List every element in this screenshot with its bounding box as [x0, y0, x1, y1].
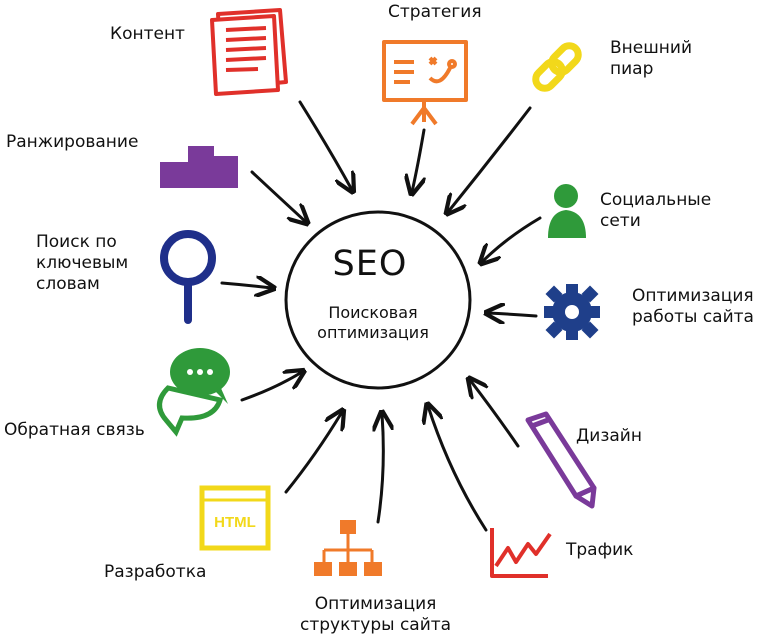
- label-social-line2: сети: [600, 211, 641, 231]
- label-site-optimization-line1: Оптимизация: [632, 286, 754, 306]
- arrow-social: [482, 216, 542, 262]
- label-external-pr-line1: Внешний: [610, 38, 693, 58]
- chat-bubbles-icon: [157, 348, 230, 437]
- label-structure: Оптимизация структуры сайта: [300, 594, 451, 636]
- document-icon: [210, 8, 288, 96]
- arrow-strategy: [412, 128, 424, 192]
- label-feedback-line: Обратная связь: [4, 420, 145, 440]
- label-design: Дизайн: [576, 426, 642, 447]
- center-subtitle: Поисковая оптимизация: [300, 303, 446, 343]
- label-development: Разработка: [104, 562, 206, 583]
- label-strategy: Стратегия: [388, 2, 482, 23]
- gear-icon: [544, 284, 600, 340]
- chain-link-icon: [532, 42, 582, 92]
- center-subtitle-line1: Поисковая: [328, 303, 418, 322]
- label-structure-line1: Оптимизация: [314, 594, 437, 614]
- label-ranking-line: Ранжирование: [6, 132, 139, 152]
- label-design-line: Дизайн: [576, 426, 642, 446]
- arrow-development: [284, 412, 342, 494]
- label-external-pr: Внешний пиар: [610, 38, 692, 80]
- label-keywords-line3: словам: [36, 274, 100, 294]
- center-circle: [284, 210, 472, 390]
- arrow-ranking: [250, 170, 306, 222]
- label-ranking: Ранжирование: [6, 132, 138, 153]
- label-strategy-line: Стратегия: [388, 2, 482, 22]
- podium-icon: [160, 146, 238, 188]
- center-title: SEO: [332, 244, 408, 284]
- label-keywords-line1: Поиск по: [36, 232, 117, 252]
- label-content: Контент: [110, 24, 185, 45]
- arrow-external-pr: [448, 106, 532, 212]
- arrow-content: [298, 100, 352, 190]
- sitemap-icon: [314, 520, 382, 576]
- user-icon: [548, 184, 586, 238]
- arrow-feedback: [240, 372, 302, 402]
- label-keywords: Поиск по ключевым словам: [36, 232, 128, 295]
- pencil-icon: [525, 411, 597, 509]
- center-subtitle-line2: оптимизация: [317, 323, 429, 342]
- html-icon-label: HTML: [214, 514, 256, 531]
- magnifier-icon: [160, 230, 216, 324]
- label-social: Социальные сети: [600, 190, 711, 232]
- line-chart-icon: [490, 528, 552, 578]
- label-development-line: Разработка: [104, 562, 207, 582]
- arrow-site-optimization: [488, 313, 538, 316]
- arrow-keywords: [220, 283, 272, 288]
- label-content-line: Контент: [110, 24, 185, 44]
- arrow-traffic: [428, 406, 488, 532]
- presentation-board-icon: [382, 40, 468, 126]
- html-icon: HTML: [199, 485, 271, 551]
- label-site-optimization-line2: работы сайта: [632, 307, 754, 327]
- label-traffic-line: Трафик: [566, 540, 634, 560]
- label-keywords-line2: ключевым: [36, 253, 129, 273]
- label-external-pr-line2: пиар: [610, 59, 654, 79]
- label-traffic: Трафик: [566, 540, 633, 561]
- arrow-design: [470, 380, 520, 448]
- label-social-line1: Социальные: [600, 190, 712, 210]
- label-feedback: Обратная связь: [4, 420, 145, 441]
- label-structure-line2: структуры сайта: [300, 615, 452, 635]
- label-site-optimization: Оптимизация работы сайта: [632, 286, 754, 328]
- arrow-structure: [378, 414, 383, 524]
